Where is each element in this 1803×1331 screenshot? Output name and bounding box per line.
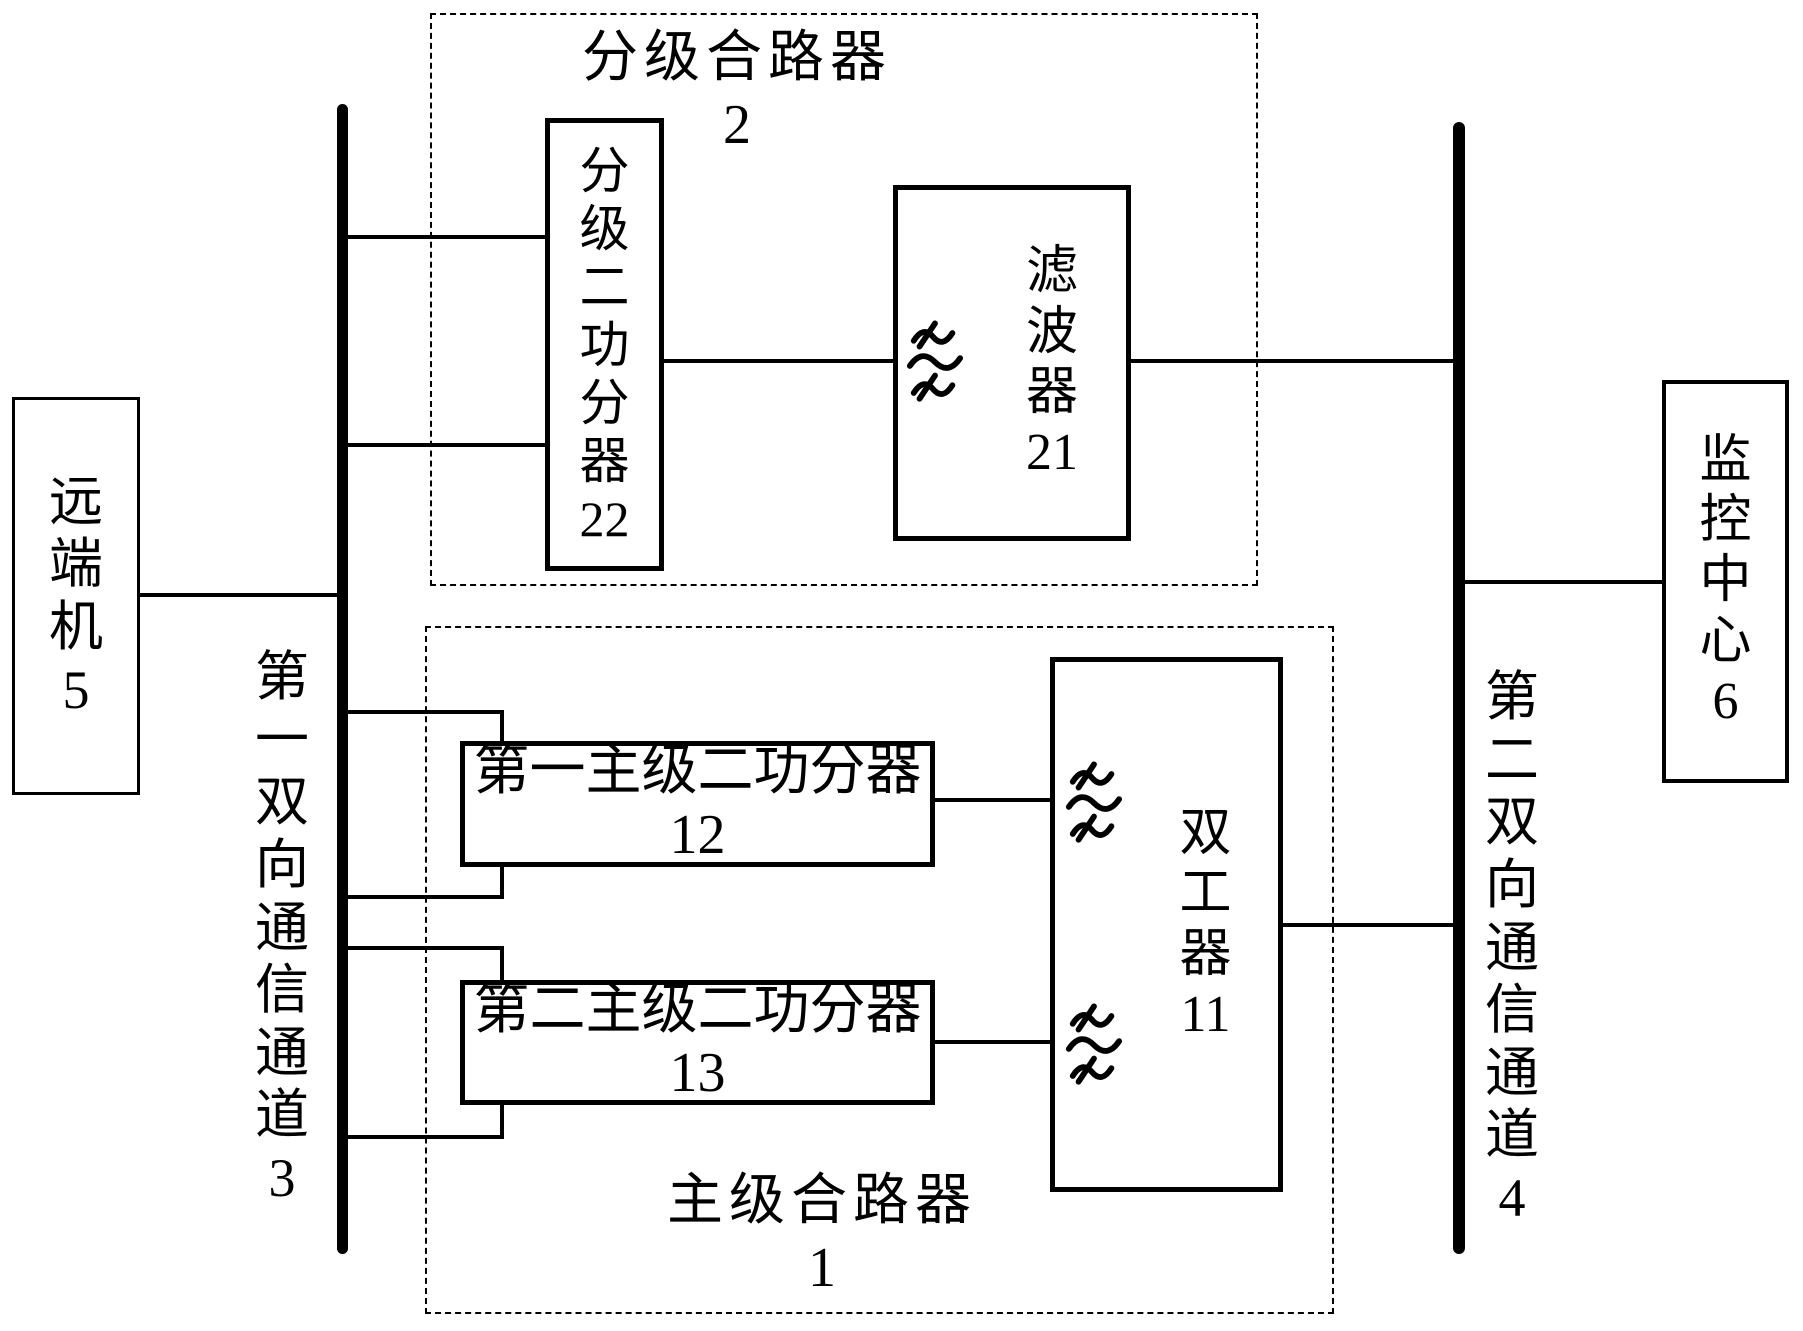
block-hier-splitter-label: 分级二功分器 — [579, 142, 630, 489]
filter-waves-icon — [906, 320, 964, 402]
connector-bus1-to-splitter13-bottom-v — [500, 1102, 504, 1137]
connector-bus1-to-splitter22-port1 — [348, 235, 545, 239]
block-hier-splitter: 分级二功分器 22 — [545, 118, 664, 571]
block-remote-unit-label: 远端机 — [48, 471, 103, 657]
block-primary-splitter-1-ref: 12 — [669, 803, 726, 866]
block-duplexer-label: 双工器 — [1179, 804, 1232, 983]
group-primary-combiner: 主级合路器 1 — [425, 626, 1334, 1314]
block-duplexer: 双工器 11 — [1050, 657, 1283, 1192]
channel-second-ref: 4 — [1498, 1168, 1526, 1228]
block-primary-splitter-1-label: 第一主级二功分器 — [473, 740, 922, 803]
block-filter-label: 滤波器 — [1025, 243, 1078, 421]
connector-bus1-to-splitter13-bottom-h — [348, 1135, 504, 1139]
block-primary-splitter-2-ref: 13 — [669, 1042, 726, 1105]
connector-bus1-to-splitter12-top-h — [348, 710, 504, 714]
duplexer-waves-top-icon — [1065, 761, 1123, 843]
channel-first-label: 第一双向通信通道 — [255, 647, 309, 1146]
connector-splitter22-to-filter21 — [663, 359, 893, 363]
channel-second-label: 第二双向通信通道 — [1485, 667, 1539, 1166]
connector-remote-to-bus1 — [140, 593, 340, 597]
group-primary-combiner-ref: 1 — [808, 1237, 836, 1299]
group-primary-combiner-caption: 主级合路器 1 — [572, 1166, 1072, 1301]
group-hierarchical-combiner-ref: 2 — [723, 94, 751, 156]
connector-splitter12-to-duplexer — [934, 798, 1052, 802]
bus-second-channel — [1453, 122, 1465, 1254]
duplexer-waves-bottom-icon — [1065, 1003, 1123, 1085]
connector-duplexer-to-bus2 — [1281, 923, 1456, 927]
connector-splitter13-to-duplexer — [934, 1040, 1052, 1044]
block-primary-splitter-2: 第二主级二功分器 13 — [460, 978, 935, 1105]
block-primary-splitter-1: 第一主级二功分器 12 — [460, 740, 935, 867]
bus-first-channel — [337, 104, 348, 1254]
block-filter-ref: 21 — [1026, 424, 1078, 482]
block-filter: 滤波器 21 — [893, 185, 1131, 541]
connector-bus1-to-splitter12-top-v — [500, 710, 504, 744]
block-duplexer-ref: 11 — [1180, 985, 1231, 1043]
connector-bus1-to-splitter13-top-v — [500, 946, 504, 982]
block-monitoring-center: 监控中心 6 — [1662, 380, 1789, 783]
channel-second-label-column: 第二双向通信通道 4 — [1476, 666, 1548, 1230]
block-monitoring-center-label: 监控中心 — [1699, 431, 1752, 670]
block-monitoring-center-ref: 6 — [1712, 672, 1739, 730]
block-hier-splitter-ref: 22 — [579, 490, 630, 547]
connector-filter21-to-bus2 — [1130, 359, 1456, 363]
group-primary-combiner-label: 主级合路器 — [667, 1170, 977, 1232]
connector-bus1-to-splitter12-bottom-v — [500, 863, 504, 897]
channel-first-ref: 3 — [268, 1148, 296, 1208]
group-hierarchical-combiner-label: 分级合路器 — [582, 27, 892, 89]
block-primary-splitter-2-label: 第二主级二功分器 — [473, 978, 922, 1041]
connector-bus1-to-splitter13-top-h — [348, 946, 504, 950]
block-remote-unit-ref: 5 — [62, 659, 90, 720]
connector-bus1-to-splitter22-port2 — [348, 443, 545, 447]
block-remote-unit: 远端机 5 — [12, 397, 140, 795]
connector-bus2-to-monitoring-center — [1463, 580, 1662, 584]
connector-bus1-to-splitter12-bottom-h — [348, 895, 504, 899]
channel-first-label-column: 第一双向通信通道 3 — [246, 646, 318, 1210]
group-hierarchical-combiner-caption: 分级合路器 2 — [487, 23, 987, 158]
group-hierarchical-combiner: 分级合路器 2 — [430, 13, 1258, 586]
